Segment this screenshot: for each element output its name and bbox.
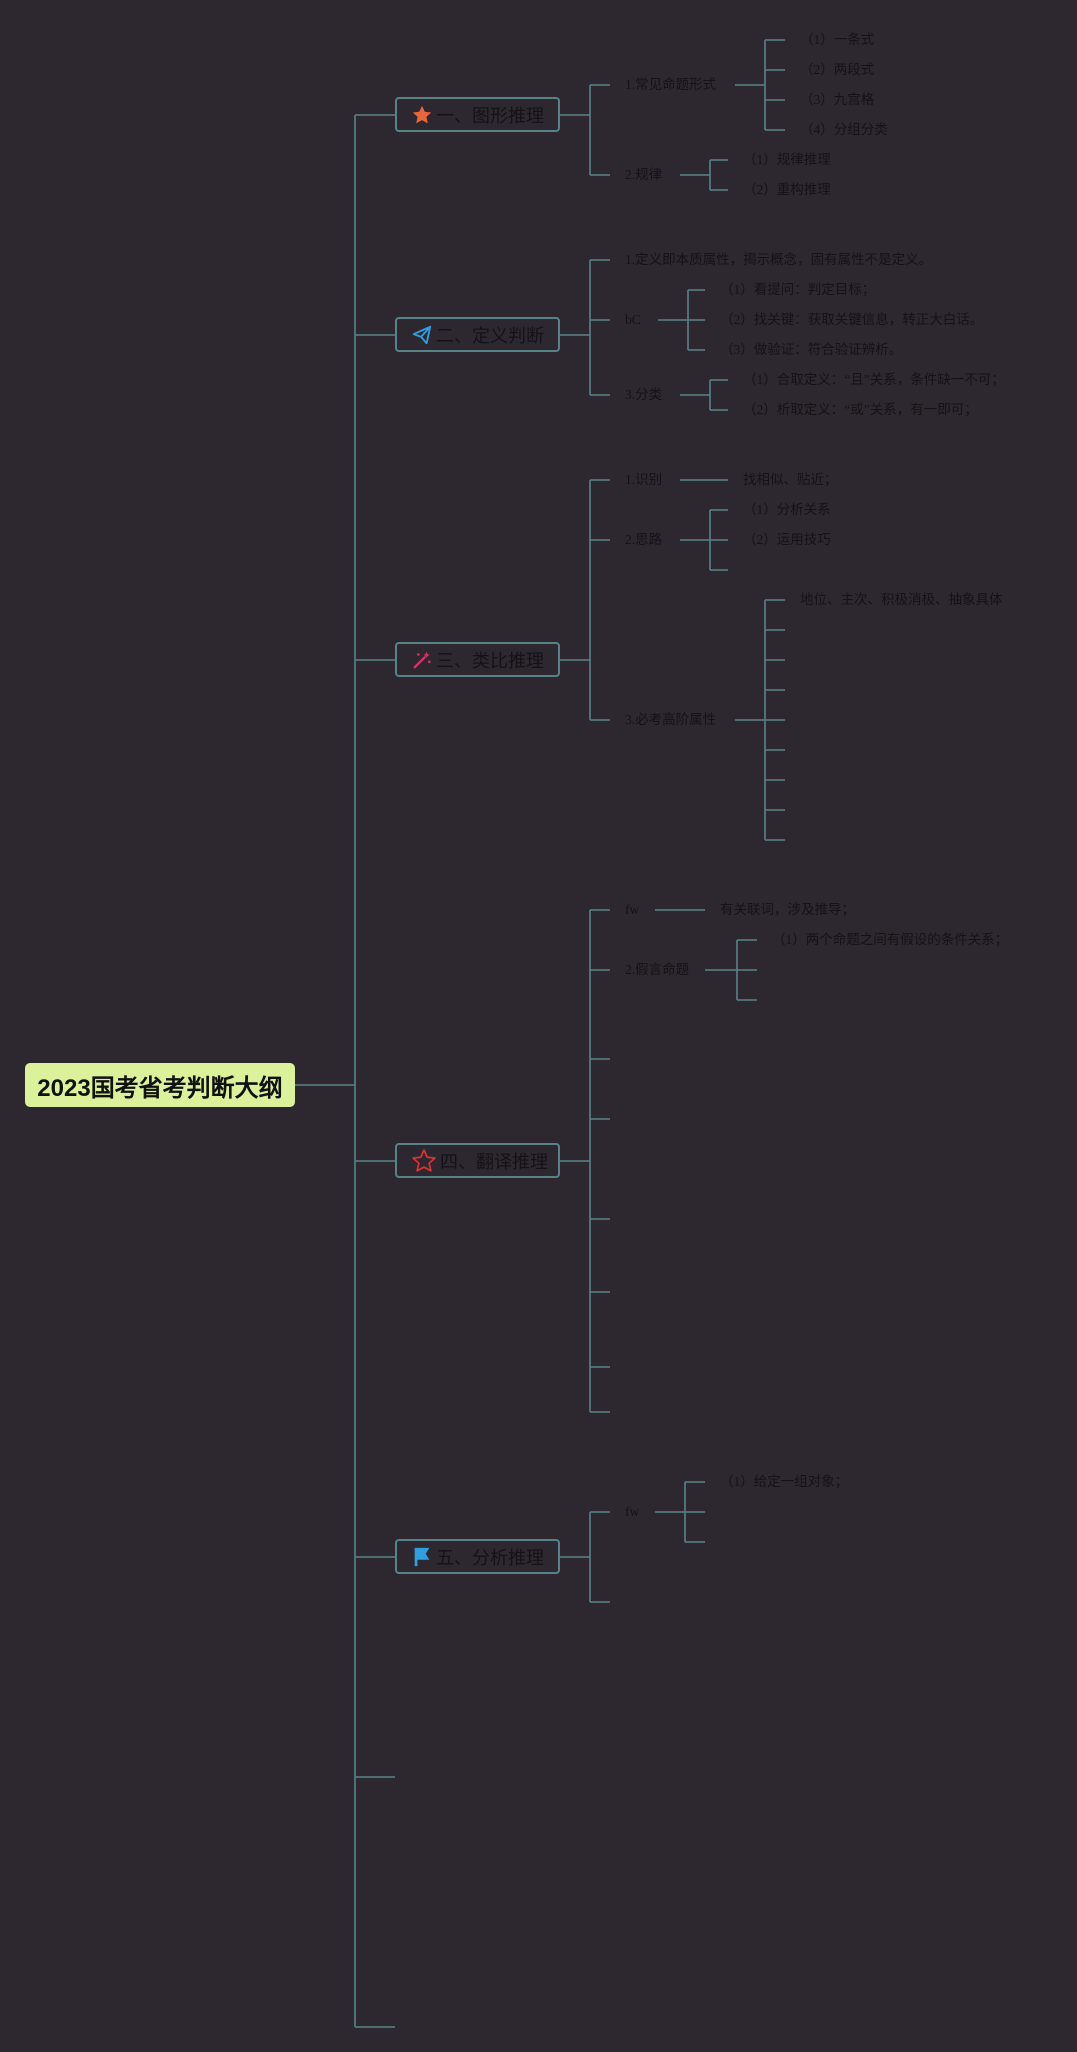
node-common-forms[interactable]: 1.常见命题形式 (625, 77, 717, 92)
topic-label: 一、图形推理 (436, 105, 544, 126)
node-find-similar[interactable]: 找相似、贴近； (743, 472, 838, 487)
topic-definition-judgment[interactable]: 二、定义判断 (395, 317, 560, 352)
node-advanced-attributes[interactable]: 3.必考高阶属性 (625, 712, 717, 727)
node-read-question[interactable]: （1）看提问：判定目标； (720, 282, 876, 297)
node-identify[interactable]: 1.识别 (625, 472, 663, 487)
node-single-row[interactable]: （1）一条式 (800, 32, 875, 47)
node-bc[interactable]: bC (625, 312, 641, 327)
node-grouping[interactable]: （4）分组分类 (800, 122, 888, 137)
node-conjunctive-definition[interactable]: （1）合取定义：“且”关系，条件缺一不可； (743, 372, 1005, 387)
node-classification[interactable]: 3.分类 (625, 387, 663, 402)
node-approach[interactable]: 2.思路 (625, 532, 663, 547)
topic-graphic-reasoning[interactable]: 一、图形推理 (395, 97, 560, 132)
node-given-objects[interactable]: （1）给定一组对象； (720, 1474, 849, 1489)
topic-analogy-reasoning[interactable]: 三、类比推理 (395, 642, 560, 677)
topic-label: 四、翻译推理 (440, 1151, 548, 1172)
node-find-key[interactable]: （2）找关键：获取关键信息，转正大白话。 (720, 312, 984, 327)
node-use-technique[interactable]: （2）运用技巧 (743, 532, 831, 547)
node-rules[interactable]: 2.规律 (625, 167, 663, 182)
node-fw[interactable]: fw (625, 1504, 640, 1519)
topic-analysis-reasoning[interactable]: 五、分析推理 (395, 1539, 560, 1574)
topic-label: 三、类比推理 (436, 650, 544, 671)
flag-icon (414, 1547, 430, 1566)
node-definition-essence[interactable]: 1.定义即本质属性，揭示概念，固有属性不是定义。 (625, 252, 933, 267)
root-node[interactable]: 2023国考省考判断大纲 (25, 1063, 295, 1107)
node-reconstruct-reasoning[interactable]: （2）重构推理 (743, 182, 831, 197)
root-title: 2023国考省考判断大纲 (37, 1074, 283, 1102)
node-connective-inference[interactable]: 有关联词，涉及推导； (720, 902, 855, 917)
node-attribute-list[interactable]: 地位、主次、积极消极、抽象具体 (800, 592, 1003, 607)
node-verify[interactable]: （3）做验证：符合验证辨析。 (720, 342, 903, 357)
node-two-section[interactable]: （2）两段式 (800, 62, 875, 77)
star-outline-icon (412, 1148, 436, 1172)
node-nine-grid[interactable]: （3）九宫格 (800, 92, 875, 107)
topic-label: 二、定义判断 (436, 325, 544, 346)
topic-label: 五、分析推理 (436, 1547, 544, 1568)
node-fw[interactable]: fw (625, 902, 640, 917)
node-disjunctive-definition[interactable]: （2）析取定义：“或”关系，有一即可； (743, 402, 978, 417)
node-rule-reasoning[interactable]: （1）规律推理 (743, 152, 831, 167)
paper-plane-icon (412, 325, 432, 344)
star-filled-icon (412, 105, 432, 123)
topic-translation-reasoning[interactable]: 四、翻译推理 (395, 1143, 560, 1178)
magic-wand-icon (413, 651, 431, 668)
node-analyze-relation[interactable]: （1）分析关系 (743, 502, 831, 517)
node-conditional-relation[interactable]: （1）两个命题之间有假设的条件关系； (772, 932, 1009, 947)
node-hypothetical-proposition[interactable]: 2.假言命题 (625, 962, 690, 977)
